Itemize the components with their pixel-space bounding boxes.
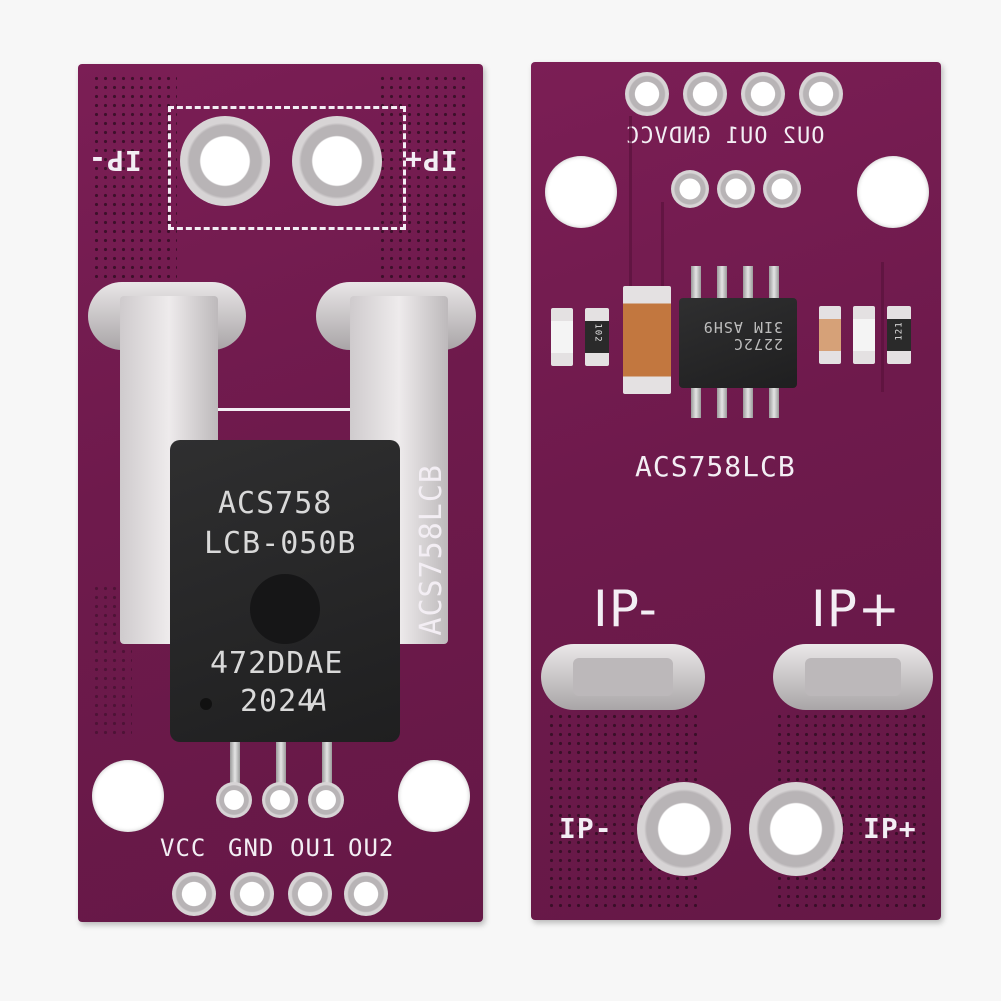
sensor-lead (322, 742, 332, 804)
label-ip-minus-large: IP- (593, 580, 658, 638)
terminal-pad-plus (292, 116, 382, 206)
silk-line (218, 408, 350, 411)
lead-pad (262, 782, 298, 818)
ic-lead (717, 388, 727, 418)
pin-labels-mirrored: OU2 OU1 GNDVCC (625, 124, 825, 149)
mounting-hole (398, 760, 470, 832)
header-pad (799, 72, 843, 116)
op-amp-ic: 2272C 3IM ASH9 (679, 298, 797, 388)
lead-pad (216, 782, 252, 818)
ic-lead (769, 388, 779, 418)
chip-text-line3: 472DDAE (210, 646, 344, 681)
label-ip-plus-large: IP+ (811, 580, 901, 638)
terminal-pad-plus (749, 782, 843, 876)
pin-label-ou2: OU2 (348, 834, 395, 862)
header-pad-ou1 (288, 872, 332, 916)
header-pad (683, 72, 727, 116)
via-array (92, 74, 177, 279)
pcb-trace (881, 262, 884, 392)
conductor-slot-pad-minus (541, 644, 705, 710)
lead-pad (308, 782, 344, 818)
capacitor (623, 286, 671, 394)
pcb-trace (661, 202, 664, 302)
label-ip-minus-top: IP- (88, 144, 142, 177)
board-title: ACS758LCB (635, 450, 796, 483)
acs758-package: ACS758 LCB-050B 472DDAE 2024 A (170, 440, 400, 742)
ic-lead (691, 388, 701, 418)
resistor-102: 102 (585, 308, 609, 366)
chip-text-line4: 2024 (240, 684, 317, 719)
resistor-121: 121 (887, 306, 911, 364)
chip-text-line1: ACS758 (218, 486, 333, 521)
mounting-hole (92, 760, 164, 832)
terminal-outline (168, 106, 406, 230)
label-acs758lcb-vertical: ACS758LCB (414, 464, 449, 636)
ic-lead (691, 266, 701, 298)
smd-led (551, 308, 573, 366)
header-pad (741, 72, 785, 116)
sensor-lead (230, 742, 240, 804)
label-ip-minus-small: IP- (559, 812, 613, 845)
header-pad (625, 72, 669, 116)
chip-dimple (250, 574, 320, 644)
resistor-102-label: 102 (592, 323, 603, 343)
pcb-trace (629, 116, 632, 296)
chip-text-line2: LCB-050B (204, 526, 357, 561)
ic-lead (743, 266, 753, 298)
sensor-solder-pad (671, 170, 709, 208)
resistor-121-label: 121 (894, 321, 905, 341)
conductor-slot (573, 658, 673, 696)
pin-label-ou1: OU1 (290, 834, 337, 862)
sensor-solder-pad (763, 170, 801, 208)
pin-label-vcc: VCC (160, 834, 207, 862)
sensor-board-back: OU2 OU1 GNDVCC 2272C 3IM ASH9 102 (531, 62, 941, 920)
allegro-logo-icon: A (310, 684, 330, 719)
ic-lead (743, 388, 753, 418)
label-ip-plus-small: IP+ (863, 812, 917, 845)
ic-marking: 2272C 3IM ASH9 (702, 318, 783, 353)
sensor-board-front: IP- IP+ ACS758 LCB-050B 472DDAE 2024 A A… (78, 64, 483, 922)
capacitor-small (819, 306, 841, 364)
terminal-pad-minus (180, 116, 270, 206)
ic-lead (769, 266, 779, 298)
header-pad-vcc (172, 872, 216, 916)
pin-label-gnd: GND (228, 834, 275, 862)
header-pad-gnd (230, 872, 274, 916)
conductor-slot-pad-plus (773, 644, 933, 710)
sensor-solder-pad (717, 170, 755, 208)
mounting-hole (857, 156, 929, 228)
sensor-lead (276, 742, 286, 804)
header-pad-ou2 (344, 872, 388, 916)
mounting-hole (545, 156, 617, 228)
conductor-slot (805, 658, 901, 696)
terminal-pad-minus (637, 782, 731, 876)
pin1-dot (200, 698, 212, 710)
ic-lead (717, 266, 727, 298)
label-ip-plus-top: IP+ (404, 144, 458, 177)
smd-led (853, 306, 875, 364)
